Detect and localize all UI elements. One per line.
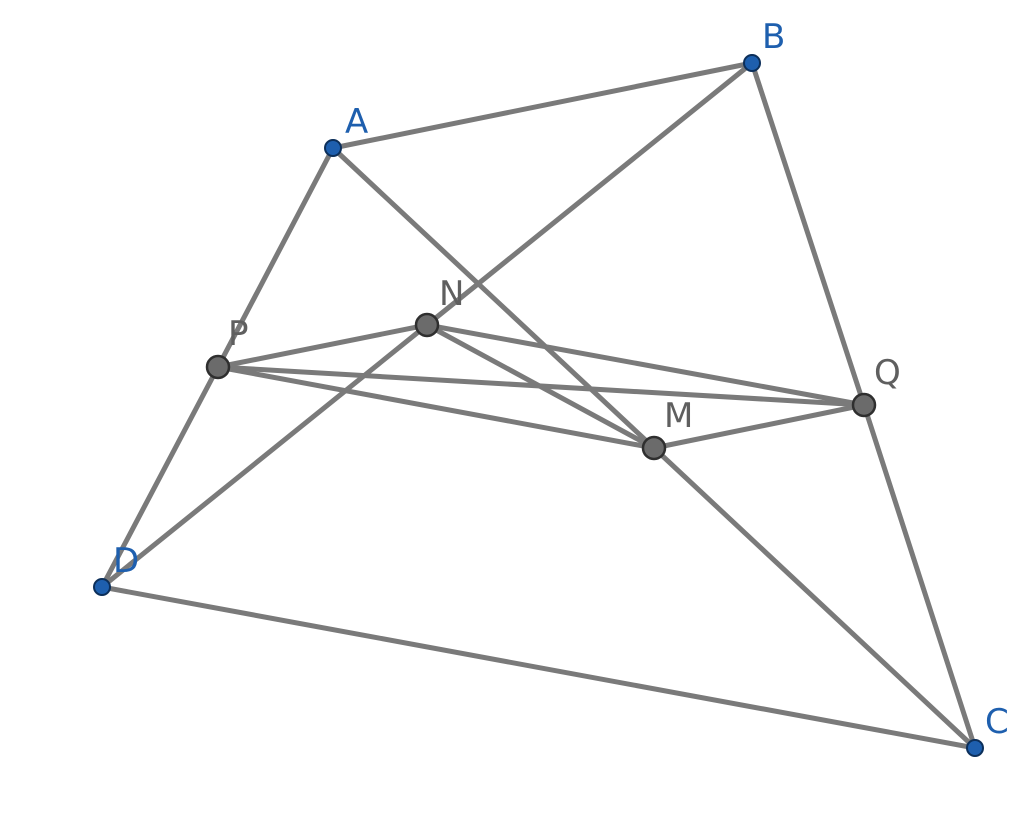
point-d[interactable] xyxy=(93,578,111,596)
segment-pn xyxy=(215,322,430,370)
segment-nq xyxy=(424,322,867,408)
segment-cd xyxy=(99,584,978,751)
segment-am xyxy=(330,145,657,451)
segment-dp xyxy=(99,364,221,590)
segment-bn xyxy=(424,60,755,328)
label-c: C xyxy=(985,702,1009,742)
point-p[interactable] xyxy=(205,354,231,380)
label-p: P xyxy=(228,314,249,354)
segment-pa xyxy=(215,145,336,370)
segment-bq xyxy=(749,60,867,408)
label-m: M xyxy=(664,396,693,436)
label-d: D xyxy=(113,541,139,581)
segment-ab xyxy=(330,60,755,151)
label-a: A xyxy=(345,102,368,142)
segments-layer xyxy=(99,60,978,751)
point-q[interactable] xyxy=(851,392,877,418)
segment-pm xyxy=(215,364,657,451)
label-n: N xyxy=(439,274,464,314)
segment-mq xyxy=(651,402,867,451)
segment-qc xyxy=(861,402,978,751)
segment-nm xyxy=(424,322,657,451)
point-n[interactable] xyxy=(414,312,440,338)
point-a[interactable] xyxy=(324,139,342,157)
labels-layer: A B C D P Q M N xyxy=(113,17,1009,742)
point-c[interactable] xyxy=(966,739,984,757)
point-m[interactable] xyxy=(641,435,667,461)
point-b[interactable] xyxy=(743,54,761,72)
points-layer xyxy=(93,54,984,757)
segment-nd xyxy=(99,322,430,590)
segment-mc xyxy=(651,445,978,751)
label-q: Q xyxy=(874,353,901,393)
label-b: B xyxy=(762,17,785,57)
